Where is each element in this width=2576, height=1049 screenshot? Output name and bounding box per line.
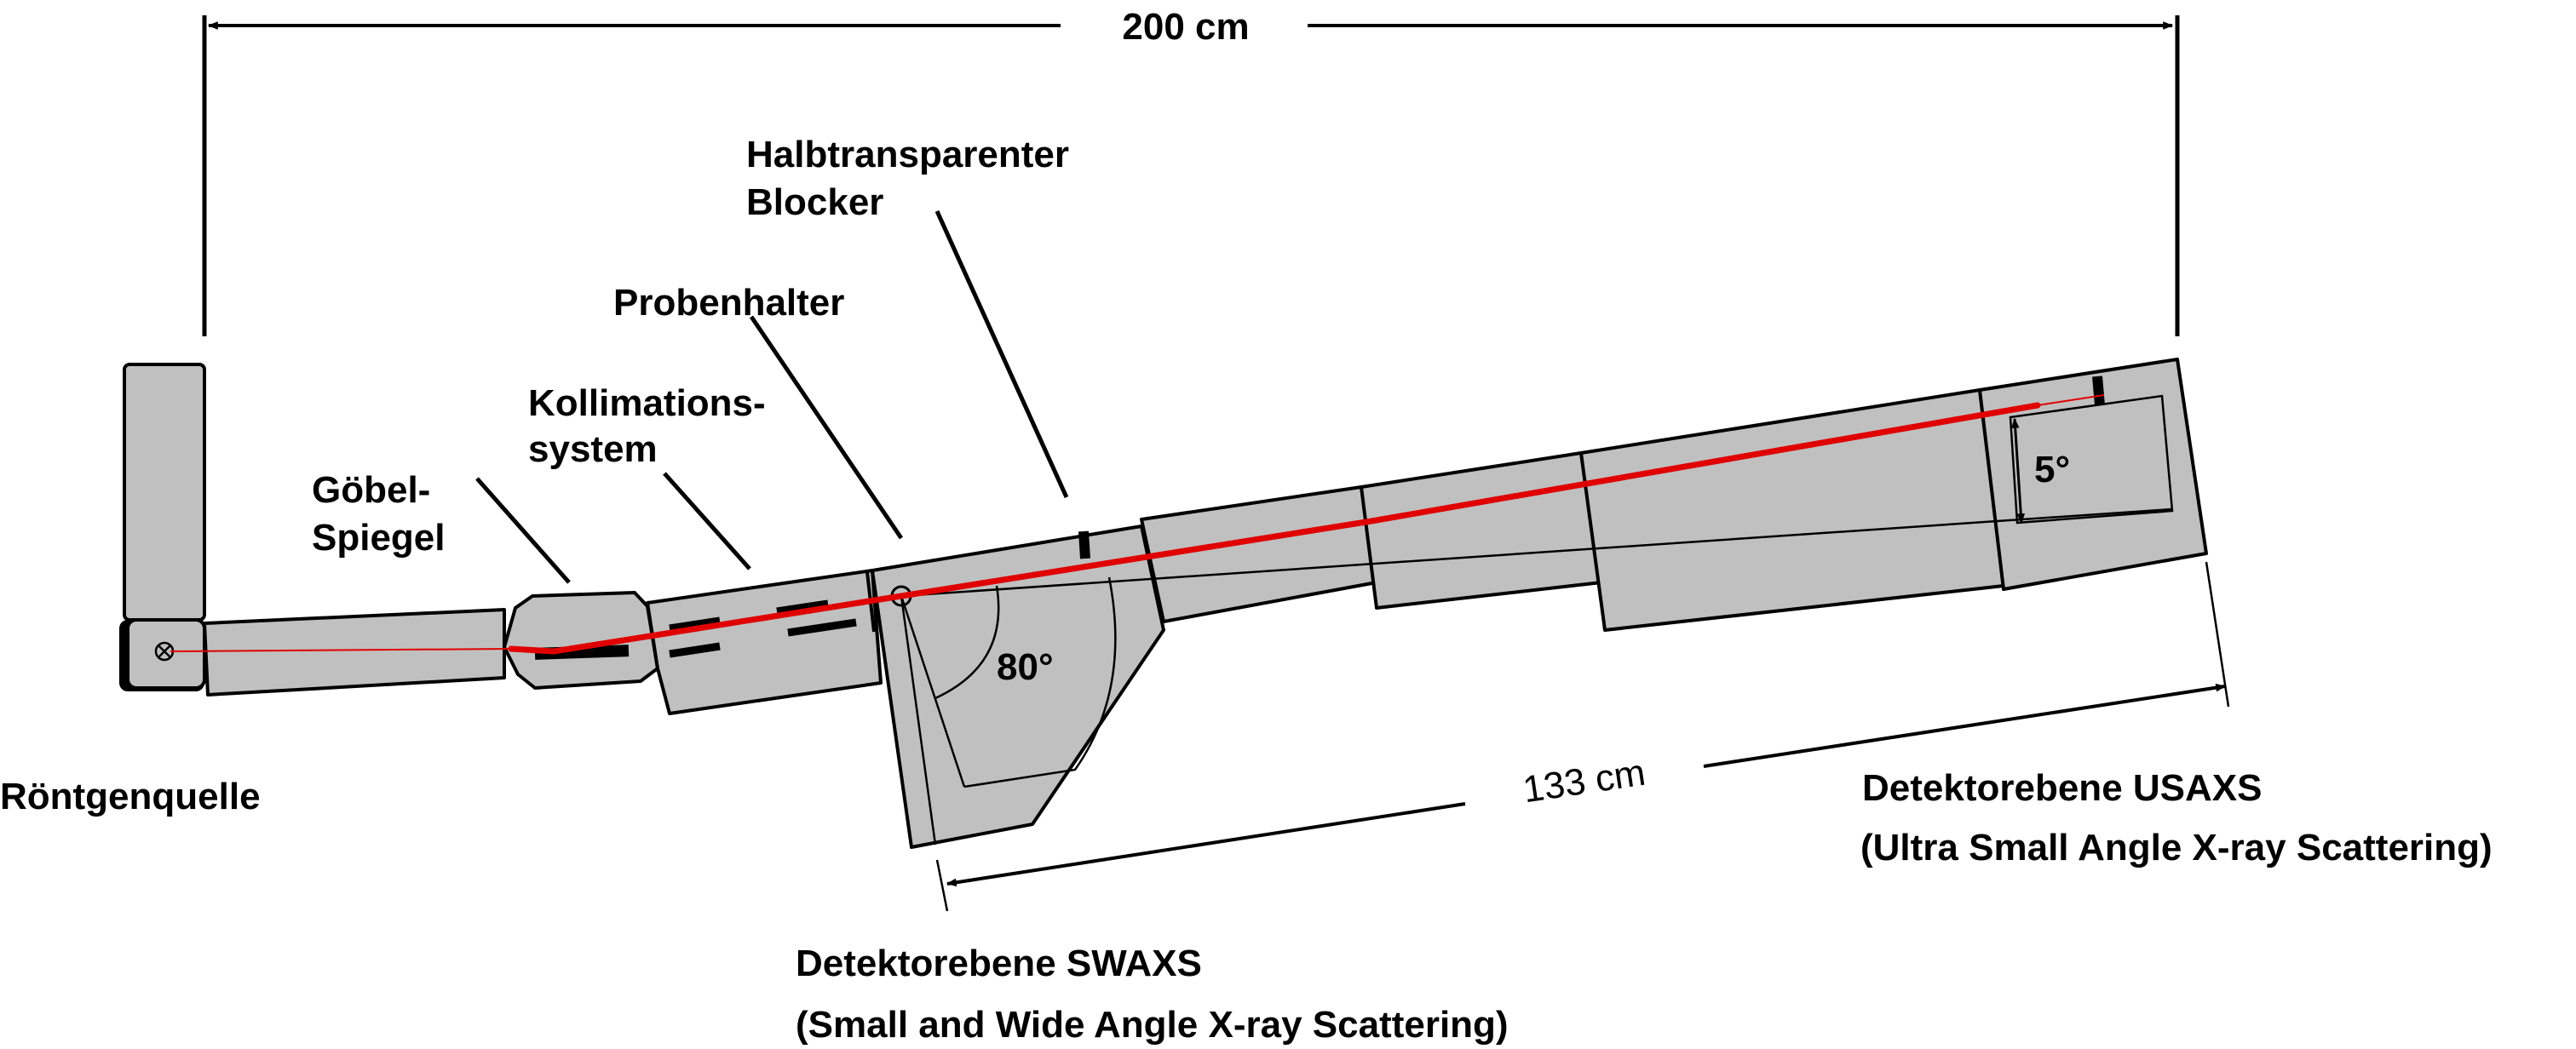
blocker-bar <box>1078 530 1090 559</box>
flight-tube-4 <box>1579 388 2005 632</box>
sample-holder-label: Probenhalter <box>613 282 844 324</box>
detector-distance-ext-right <box>2205 561 2230 708</box>
angle-80-label: 80° <box>997 646 1054 688</box>
source-tower <box>123 363 206 622</box>
detector-distance-arrow-right <box>1703 683 2227 768</box>
blocker-label-line1: Halbtransparenter <box>746 134 1069 175</box>
sample-chamber: 80° <box>871 524 1165 849</box>
source-label: Röntgenquelle <box>0 776 261 817</box>
angle-5-line-top <box>2010 417 2026 524</box>
swaxs-scatter-line <box>900 595 937 846</box>
usaxs-blocker-bar <box>2092 375 2105 406</box>
mirror-label-line1: Göbel- <box>312 469 430 511</box>
beam-usaxs-thin <box>2037 394 2105 406</box>
angle-80-arc <box>934 585 1000 700</box>
xray-source <box>119 363 206 691</box>
swaxs-label-line1: Detektorebene SWAXS <box>796 943 1202 984</box>
total-length-dimension: 200 cm <box>202 6 2180 336</box>
swaxs-label-line2: (Small and Wide Angle X-ray Scattering) <box>796 1004 1509 1046</box>
beam-source-thin <box>170 648 512 652</box>
blocker-label-line2: Blocker <box>746 181 883 223</box>
swaxs-radius-line <box>900 595 966 788</box>
collimation-label-line1: Kollimations- <box>528 382 766 424</box>
swaxs-detector-arc <box>963 576 1117 788</box>
mirror-leader <box>475 477 571 584</box>
collimator-slit-3 <box>776 599 829 616</box>
total-length-label: 200 cm <box>1122 6 1249 48</box>
collimator-slit-2 <box>669 642 721 658</box>
detector-distance-ext-left <box>935 859 949 912</box>
goebel-mirror <box>503 591 659 690</box>
flight-tube-1 <box>203 608 506 696</box>
angle-5-label: 5° <box>2034 449 2070 490</box>
usaxs-label-line1: Detektorebene USAXS <box>1862 767 2262 809</box>
collimation-housing <box>646 569 883 715</box>
usaxs-reference-line <box>900 507 2173 598</box>
goebel-mirror-housing <box>503 591 659 690</box>
collimation-system <box>646 569 883 715</box>
collimation-leader <box>663 472 751 570</box>
mirror-label-line2: Spiegel <box>312 517 446 559</box>
detector-distance-arrow-left <box>946 802 1466 887</box>
collimation-label-line2: system <box>528 428 658 470</box>
blocker-leader <box>934 209 1069 499</box>
usaxs-label-line2: (Ultra Small Angle X-ray Scattering) <box>1860 827 2493 868</box>
detector-distance-label: 133 cm <box>1521 752 1648 811</box>
beam-main <box>508 402 2041 655</box>
sample-holder-leader <box>749 315 904 540</box>
flight-tube-3 <box>1360 451 1603 610</box>
usaxs-housing <box>1978 358 2208 591</box>
usaxs-detector-housing: 5° <box>1978 358 2208 591</box>
xray-beam <box>170 394 2105 655</box>
collimator-slit-4 <box>787 618 857 637</box>
collimator-slit-1 <box>669 616 721 633</box>
